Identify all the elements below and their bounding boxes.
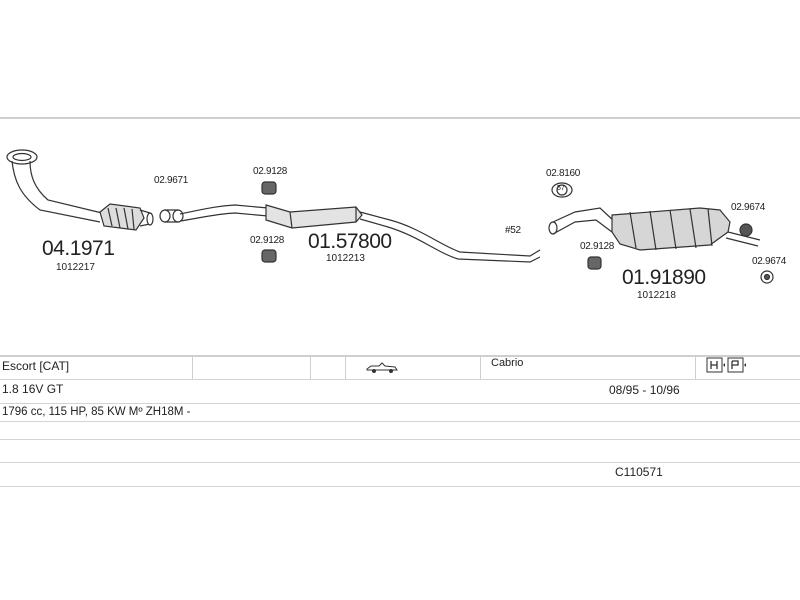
model-name: Escort [CAT] — [2, 359, 70, 373]
mount-right-bottom-number: 02.9674 — [752, 256, 787, 267]
rear-silencer-ref: 1012218 — [637, 290, 676, 301]
table-border-1 — [0, 355, 800, 357]
rear-mount-top-part — [739, 223, 753, 237]
front-pipe-ref: 1012217 — [56, 262, 95, 273]
front-pipe-part — [6, 149, 154, 231]
engine-specs: 1796 cc, 115 HP, 85 KW Mº ZH18M - — [2, 406, 191, 418]
table-border-7 — [0, 486, 800, 487]
mount-top-center-number: 02.9128 — [253, 166, 288, 177]
table-border-6 — [0, 462, 800, 463]
cabrio-car-icon — [366, 362, 398, 373]
table-border-4 — [0, 421, 800, 422]
clamp-right-part — [551, 182, 573, 198]
table-border-3 — [0, 403, 800, 404]
center-mount-bottom — [261, 249, 277, 263]
rear-mount-part — [587, 256, 602, 270]
table-border-5 — [0, 439, 800, 440]
clamp-left-number: 02.9671 — [154, 175, 189, 186]
center-silencer-part — [179, 204, 541, 263]
table-border-2 — [0, 379, 800, 380]
rear-silencer-part — [548, 207, 761, 251]
center-mount-top — [261, 181, 277, 195]
rear-mount-bottom-part — [760, 270, 774, 284]
diagram-top-border — [0, 117, 800, 119]
center-silencer-ref: 1012213 — [326, 253, 365, 264]
pipe-label: #52 — [505, 225, 521, 236]
center-silencer-number: 01.57800 — [308, 230, 392, 253]
table-divider — [695, 355, 696, 379]
catalog-code: C110571 — [615, 465, 663, 479]
table-divider — [310, 355, 311, 379]
mount-right-top-number: 02.9674 — [731, 202, 766, 213]
mount-right-number: 02.9128 — [580, 241, 615, 252]
front-pipe-number: 04.1971 — [42, 237, 115, 260]
mount-bottom-center-number: 02.9128 — [250, 235, 285, 246]
clamp-right-number: 02.8160 — [546, 168, 581, 179]
clamp-right-badge: 57 — [557, 185, 565, 192]
body-type: Cabrio — [491, 357, 524, 369]
table-divider — [480, 355, 481, 379]
engine-variant: 1.8 16V GT — [2, 382, 64, 396]
clamp-left-part — [159, 209, 184, 223]
gearbox-icon — [706, 357, 746, 373]
production-dates: 08/95 - 10/96 — [609, 383, 680, 397]
exhaust-diagram — [6, 149, 774, 284]
table-divider — [345, 355, 346, 379]
table-divider — [192, 355, 193, 379]
rear-silencer-number: 01.91890 — [622, 266, 706, 289]
